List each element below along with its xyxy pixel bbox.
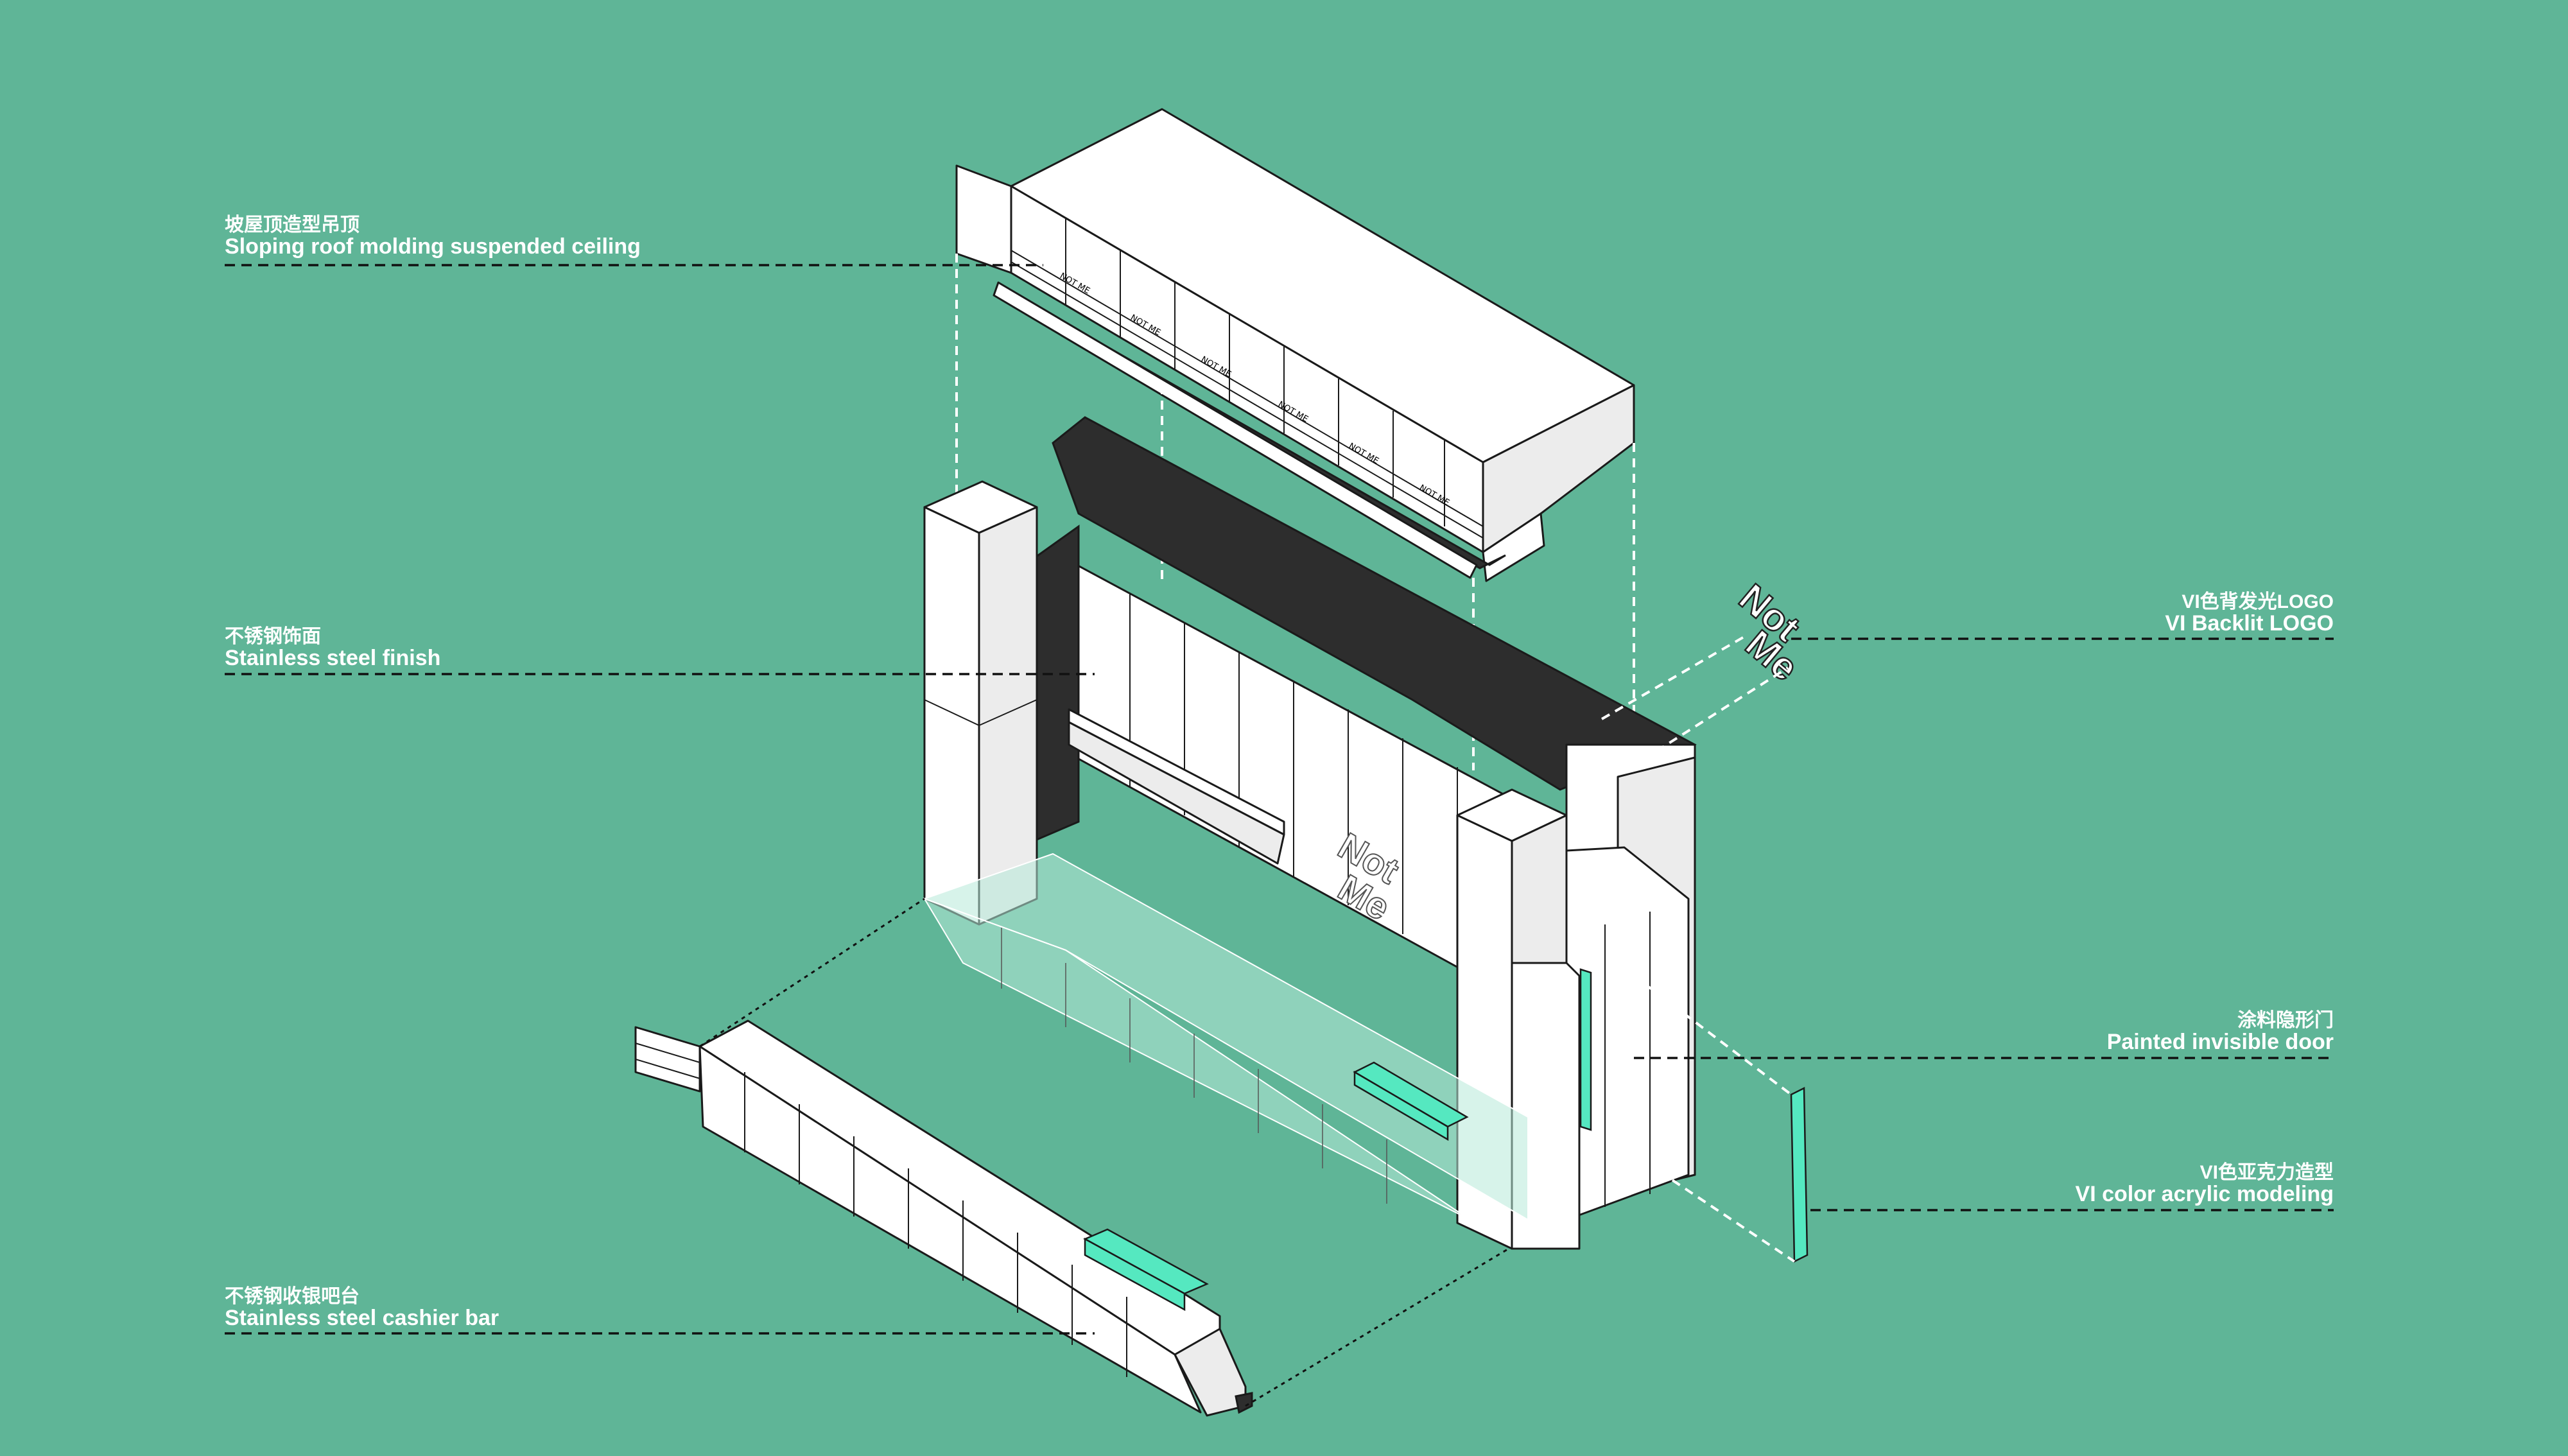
- label-invisible-door-en: Painted invisible door: [2106, 1029, 2334, 1054]
- label-invisible-door: 涂料隐形门 Painted invisible door: [2107, 1010, 2334, 1053]
- label-ceiling: 坡屋顶造型吊顶 Sloping roof molding suspended c…: [225, 215, 641, 258]
- label-backlit-logo-cn: VI色背发光LOGO: [2182, 591, 2334, 612]
- cashier-bar: [634, 897, 1509, 1417]
- label-cashier-bar-cn: 不锈钢收银吧台: [225, 1286, 360, 1307]
- label-cashier-bar-en: Stainless steel cashier bar: [225, 1305, 499, 1330]
- label-invisible-door-cn: 涂料隐形门: [2237, 1010, 2334, 1031]
- label-ceiling-en: Sloping roof molding suspended ceiling: [225, 234, 641, 259]
- label-acrylic-modeling: VI色亚克力造型 VI color acrylic modeling: [2076, 1163, 2334, 1206]
- label-ceiling-cn: 坡屋顶造型吊顶: [225, 214, 360, 236]
- label-stainless-finish-en: Stainless steel finish: [225, 645, 441, 670]
- label-backlit-logo: VI色背发光LOGO VI Backlit LOGO: [2165, 592, 2334, 635]
- label-cashier-bar: 不锈钢收银吧台 Stainless steel cashier bar: [225, 1287, 499, 1330]
- label-stainless-finish: 不锈钢饰面 Stainless steel finish: [225, 627, 440, 670]
- acrylic-strip: [1645, 984, 1809, 1263]
- label-stainless-finish-cn: 不锈钢饰面: [225, 626, 321, 647]
- booth-structure: Not Me: [923, 416, 1697, 1250]
- label-acrylic-modeling-cn: VI色亚克力造型: [2199, 1162, 2334, 1183]
- label-backlit-logo-en: VI Backlit LOGO: [2165, 611, 2334, 636]
- label-acrylic-modeling-en: VI color acrylic modeling: [2075, 1181, 2334, 1206]
- backlit-logo-text: Me: [1738, 622, 1807, 689]
- leader-lines: [225, 264, 2334, 1335]
- sloping-roof-ceiling: NOT ME NOT ME NOT ME NOT ME NOT ME NOT M…: [955, 108, 1635, 582]
